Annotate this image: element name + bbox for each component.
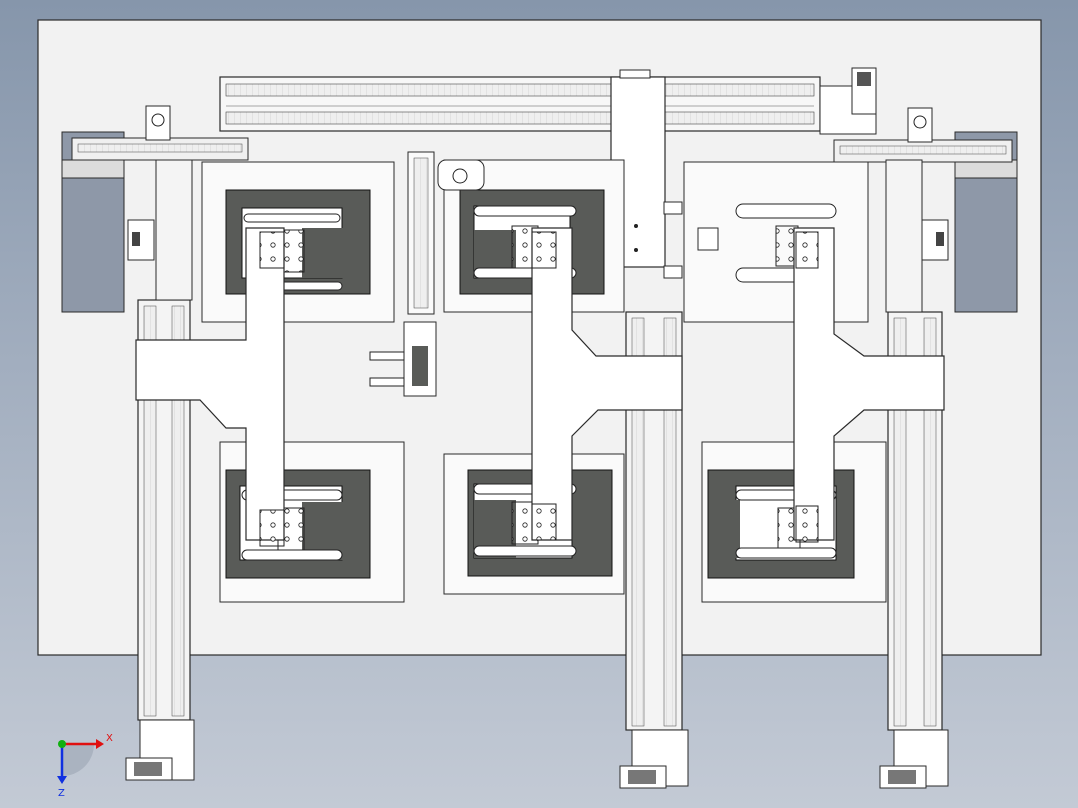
right-vertical-axis [879,159,949,789]
triad-z-label: Z [58,788,65,799]
left-gantry-arm [135,227,285,547]
coordinate-triad-icon: X Z [57,733,113,799]
y-axis-dot [58,740,66,748]
fixture-upper-left [201,161,395,323]
left-side-panel [61,131,155,313]
fixture-lower-left [219,441,405,603]
fixture-upper-right [683,161,869,323]
center-slide-module [369,151,485,397]
triad-x-label: X [106,733,113,744]
middle-gantry-arm [531,227,683,541]
right-cantilever-beam [833,107,1013,163]
top-linear-module [219,67,877,135]
right-gantry-arm [793,227,945,543]
left-cantilever-beam [71,105,249,161]
